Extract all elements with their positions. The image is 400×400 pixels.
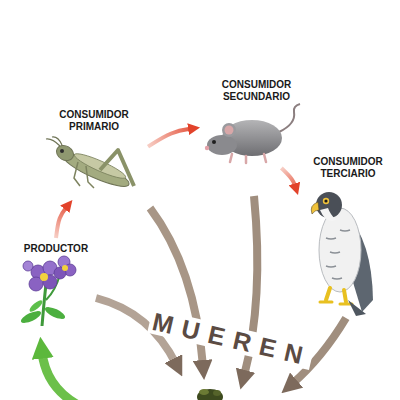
falcon-figure-part bbox=[326, 230, 350, 279]
mouse-figure-part bbox=[225, 126, 234, 135]
node-heading: CONSUMIDOR PRIMARIO bbox=[40, 108, 148, 134]
grasshopper-figure-part bbox=[46, 139, 60, 146]
grasshopper-figure-part bbox=[74, 162, 80, 186]
falcon-figure-part bbox=[311, 202, 319, 214]
grasshopper-figure-part bbox=[60, 149, 64, 153]
mouse-figure-part bbox=[279, 104, 300, 132]
grasshopper-figure-part bbox=[100, 150, 134, 186]
grasshopper-figure-part bbox=[54, 142, 77, 163]
flower-figure-part bbox=[40, 273, 48, 281]
node-heading: CONSUMIDOR SECUNDARIO bbox=[200, 78, 313, 104]
node-heading: CONSUMIDOR TERCIARIO bbox=[298, 155, 398, 181]
decomposer-figure-part bbox=[199, 389, 209, 395]
falcon-figure-part bbox=[319, 208, 361, 292]
flower-figure-part bbox=[42, 284, 46, 326]
flower-figure-part bbox=[28, 299, 44, 314]
flower-figure-part bbox=[23, 261, 33, 271]
nutrient-arrow bbox=[42, 352, 80, 400]
decomposer-figure-part bbox=[197, 389, 223, 400]
mouse-figure-part bbox=[222, 123, 236, 137]
food-chain-arrow bbox=[281, 168, 295, 187]
mouse-figure bbox=[205, 104, 300, 163]
falcon-figure-part bbox=[348, 300, 366, 316]
mouse-figure-part bbox=[212, 140, 216, 144]
nutrient-arrow-part bbox=[42, 352, 80, 400]
consumer-node: CONSUMIDOR SECUNDARIO bbox=[200, 78, 313, 168]
falcon-figure-part bbox=[324, 199, 327, 202]
flower-figure bbox=[19, 256, 76, 326]
mouse-figure-part bbox=[207, 135, 237, 155]
falcon-figure-part bbox=[320, 208, 336, 221]
grasshopper-figure bbox=[46, 137, 134, 192]
mouse-figure-part bbox=[205, 146, 209, 150]
food-chain-arrow bbox=[148, 129, 192, 147]
consumer-node: CONSUMIDOR TERCIARIO bbox=[298, 155, 398, 315]
mouse-figure-part bbox=[230, 154, 266, 163]
decomposer-figure-part bbox=[213, 390, 221, 396]
flower-figure-part bbox=[62, 265, 68, 271]
node-heading: PRODUCTOR bbox=[22, 242, 90, 256]
falcon-figure-part bbox=[320, 302, 352, 304]
flower-figure-part bbox=[43, 305, 66, 322]
grasshopper-figure-part bbox=[52, 137, 62, 145]
consumer-node: CONSUMIDOR PRIMARIO bbox=[40, 108, 148, 200]
falcon-figure bbox=[311, 192, 373, 316]
food-chain-arrow bbox=[56, 206, 67, 238]
grasshopper-figure-part bbox=[86, 166, 94, 188]
decomposer-figure bbox=[197, 389, 223, 400]
death-arrows bbox=[96, 196, 346, 384]
producer-node: PRODUCTOR bbox=[12, 238, 100, 333]
falcon-figure-part bbox=[326, 288, 346, 302]
falcon-figure-part bbox=[323, 198, 329, 204]
